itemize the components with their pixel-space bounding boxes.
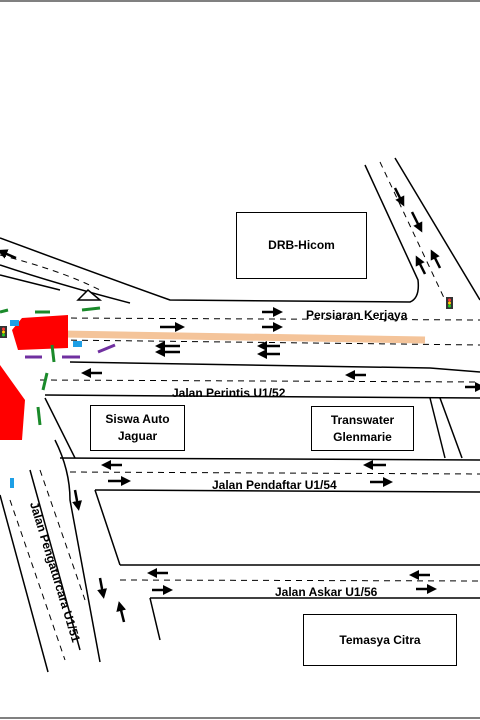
traffic-light-icon [446, 297, 453, 309]
building-label: Temasya Citra [339, 632, 421, 647]
blue-markers [10, 320, 82, 488]
purple-diversion [25, 343, 116, 359]
building-label: Transwater Glenmarie [330, 412, 395, 444]
building-siswa-auto-jaguar: Siswa Auto Jaguar [90, 405, 185, 451]
road-label-jalan-perintis: Jalan Perintis U1/52 [172, 386, 286, 400]
building-label: DRB-Hicom [268, 238, 335, 252]
building-temasya-citra: Temasya Citra [303, 614, 457, 666]
work-zone-main [12, 315, 68, 350]
building-drb-hicom: DRB-Hicom [236, 212, 367, 279]
lane-dashes [0, 161, 480, 661]
work-zone-left [0, 365, 25, 440]
road-edges [0, 157, 480, 673]
building-transwater-glenmarie: Transwater Glenmarie [311, 406, 414, 451]
road-label-jalan-pendaftar: Jalan Pendaftar U1/54 [212, 478, 337, 492]
warning-triangle-icon [76, 288, 103, 301]
closure-strip [61, 330, 426, 344]
traffic-light-icon [0, 326, 7, 338]
road-label-jalan-askar: Jalan Askar U1/56 [275, 585, 378, 599]
road-label-persiaran-kerjaya: Persiaran Kerjaya [306, 308, 408, 322]
flow-arrows [0, 187, 480, 623]
green-diversion [0, 306, 101, 426]
building-label: Siswa Auto Jaguar [105, 412, 170, 443]
